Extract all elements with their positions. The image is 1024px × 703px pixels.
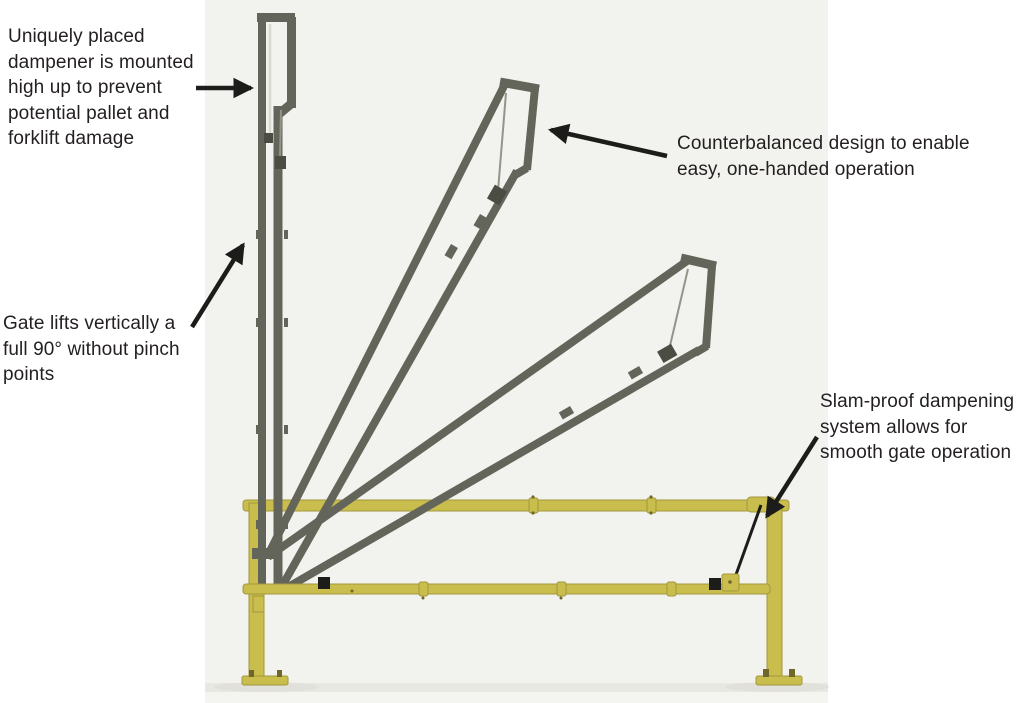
stop-block <box>709 578 721 590</box>
gate-top-cap <box>257 13 295 22</box>
dampener-rod <box>668 268 689 351</box>
gate-arm <box>281 346 701 594</box>
gate-arm <box>264 84 508 557</box>
top-rail-sleeve <box>646 497 657 514</box>
gate-position-mid <box>264 77 540 590</box>
gate-arm <box>265 257 690 561</box>
callout-arrow-counterbalance <box>547 123 668 159</box>
gate-end-bar <box>702 265 716 349</box>
floor <box>205 682 829 703</box>
dampener-strut <box>731 504 763 584</box>
annotation-gate-lift: Gate lifts vertically a full 90° without… <box>3 313 180 385</box>
annotation-dampener: Uniquely placed dampener is mounted high… <box>8 26 194 149</box>
gate-position-vertical <box>256 13 296 585</box>
gate-end-bar <box>523 87 539 171</box>
annotation-dampening-system: Slam-proof dampening system allows for s… <box>820 391 1015 463</box>
mid-rail-group <box>242 581 771 613</box>
gate-top-cap <box>679 253 718 271</box>
callout-arrows <box>190 77 819 519</box>
annotation-counterbalance: Counterbalanced design to enable easy, o… <box>677 133 970 180</box>
gate-end-bar <box>287 17 296 108</box>
dampener-block <box>657 343 678 364</box>
base-plates <box>241 669 803 686</box>
dampener-block <box>275 156 286 169</box>
callout-arrow-dampening-system <box>765 435 819 519</box>
mid-rail <box>242 583 771 595</box>
mid-rail-post-joint <box>252 595 265 613</box>
left-base-plate <box>241 675 289 686</box>
right-base-plate <box>755 675 803 686</box>
dampener-rod <box>497 92 507 192</box>
slam-dampener-assembly <box>318 504 763 592</box>
dampener-block <box>486 184 508 206</box>
stop-block <box>318 577 330 589</box>
top-rail-sleeve <box>528 497 539 514</box>
gate-position-low <box>265 253 718 594</box>
callout-arrow-gate-lift <box>190 242 245 329</box>
